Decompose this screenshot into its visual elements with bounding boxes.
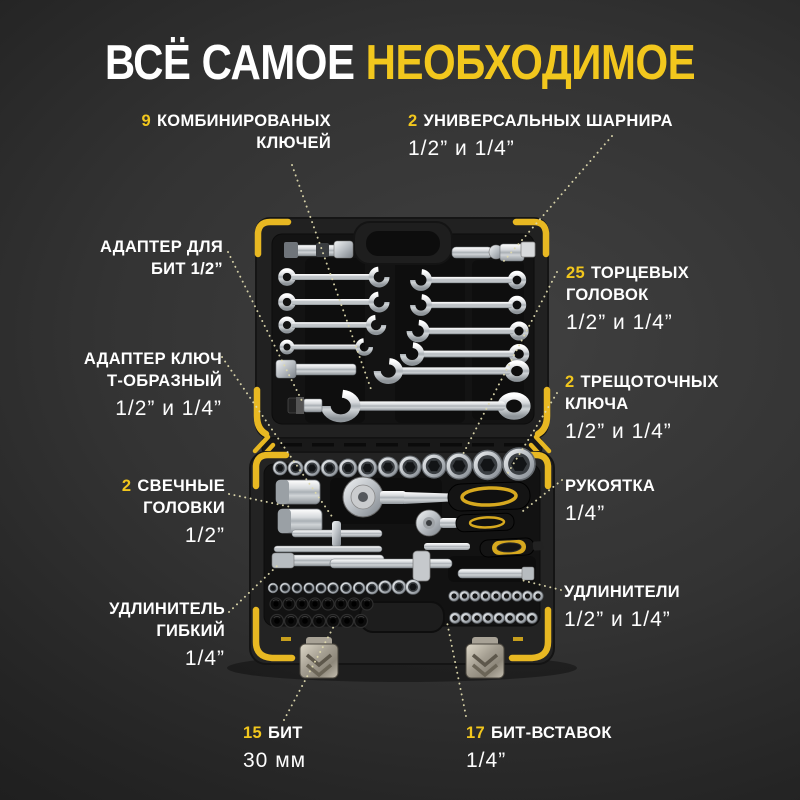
- lid-small-adapter: [287, 397, 323, 414]
- callout-line: [446, 621, 467, 717]
- callout-line: [291, 164, 373, 393]
- spark-plug-sockets: [275, 479, 323, 534]
- callout-handle: РУКОЯТКА 1/4”: [565, 477, 656, 525]
- title-white: ВСЁ САМОЕ: [104, 34, 355, 90]
- lid-yellow-corners: [253, 218, 551, 438]
- case-lid: [253, 217, 551, 439]
- callout-line: [227, 251, 303, 402]
- driver-handle: [479, 537, 544, 558]
- title-yellow: НЕОБХОДИМОЕ: [365, 34, 696, 90]
- ratchet-large: [342, 476, 531, 518]
- callout-line: [502, 135, 613, 263]
- callout-line: [283, 625, 335, 721]
- ratchet-small: [415, 509, 515, 537]
- bottom-yellow-corners: [252, 451, 552, 662]
- bit-adapter-tool: [284, 240, 354, 259]
- callout-extensions: УДЛИНИТЕЛИ 1/2” и 1/4”: [564, 583, 680, 631]
- callout-line: [505, 392, 558, 477]
- callout-lines: [221, 135, 613, 721]
- lid-extension-bar: [275, 359, 357, 379]
- callout-line: [228, 493, 292, 508]
- callout-line: [221, 356, 334, 519]
- page-title: ВСЁ САМОЕ НЕОБХОДИМОЕ: [0, 34, 800, 91]
- extension-bars: [271, 521, 535, 582]
- case-bottom: [249, 447, 555, 680]
- callout-line: [228, 565, 278, 613]
